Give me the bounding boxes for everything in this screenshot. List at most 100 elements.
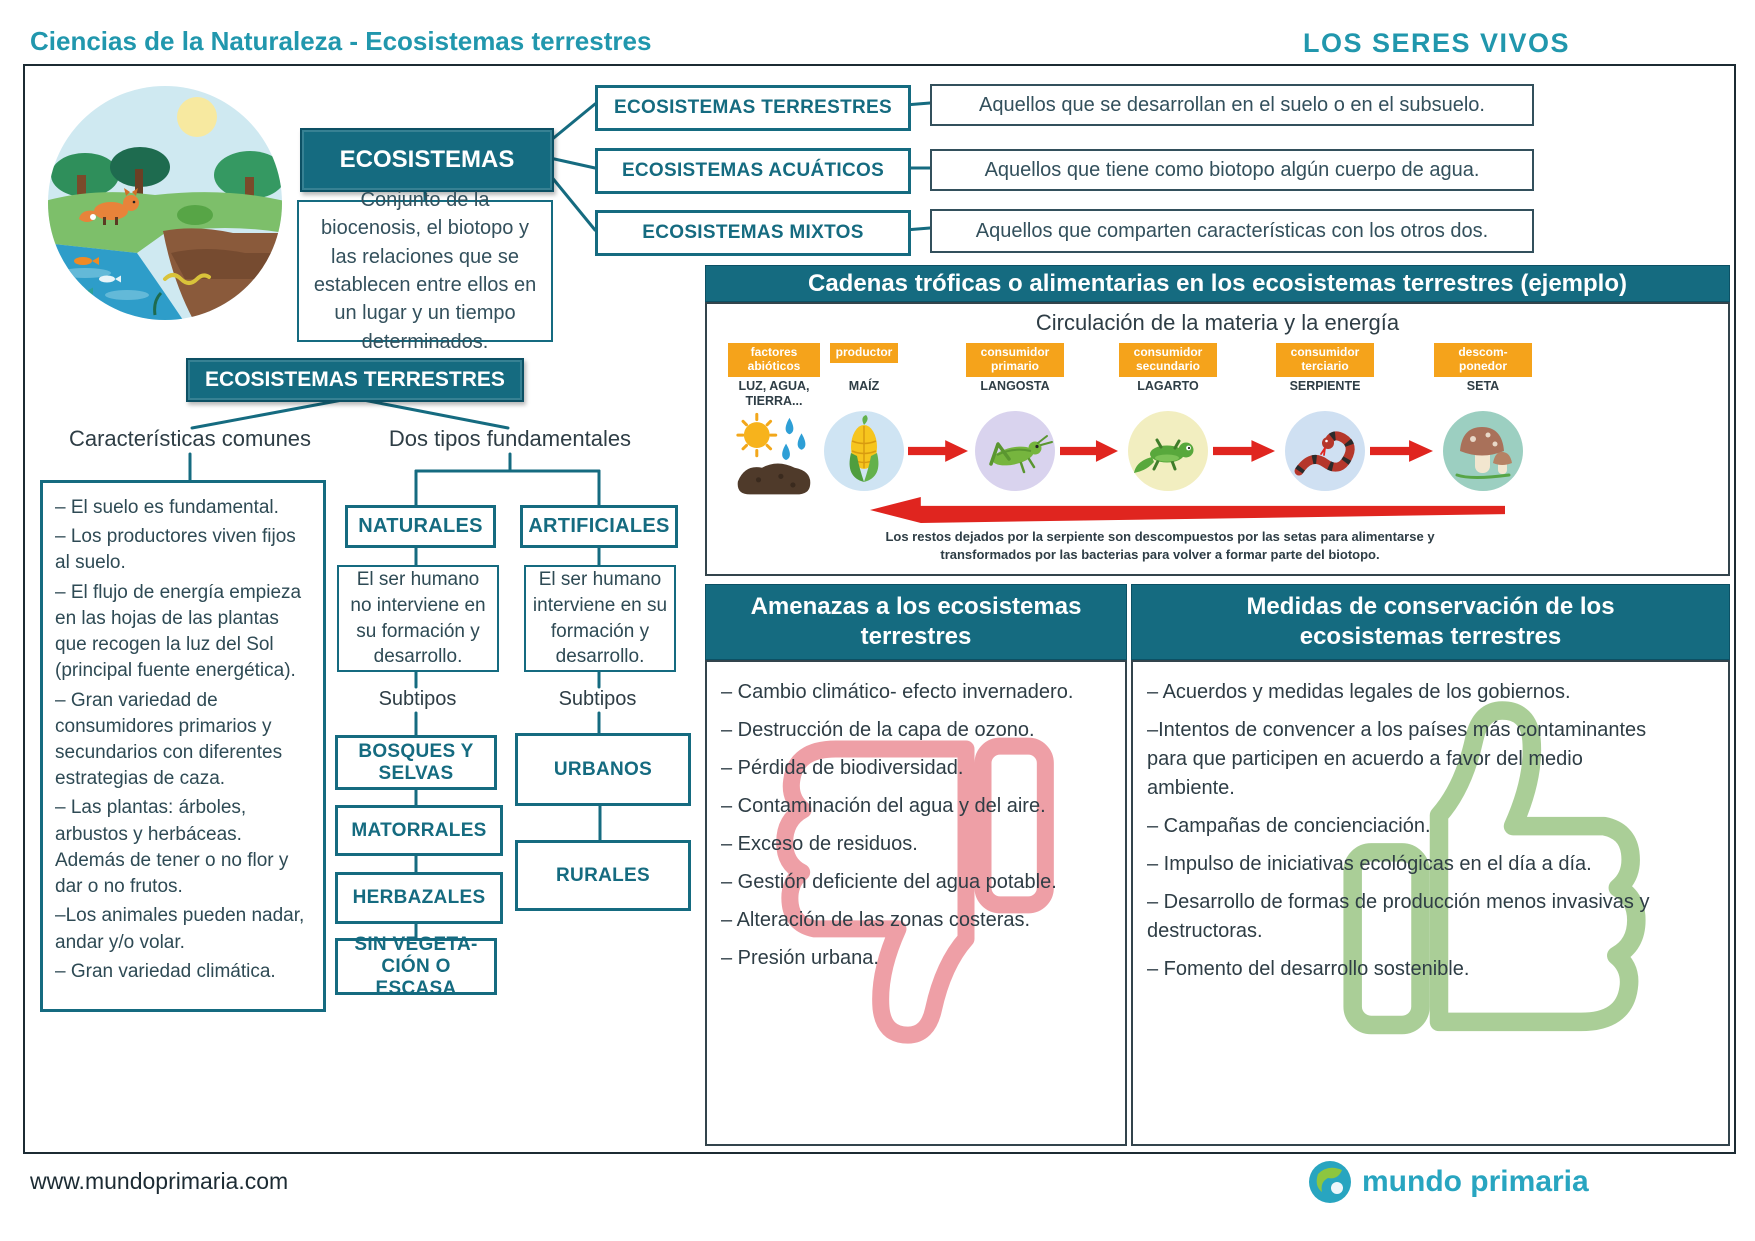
- type-description: Aquellos que se desarrollan en el suelo …: [979, 93, 1485, 116]
- ecosistemas-definition: Conjunto de la biocenosis, el biotopo y …: [313, 188, 537, 353]
- food-chain-step-descomponedor: descom- ponedor SETA: [1428, 343, 1538, 491]
- artificiales-label: ARTIFICIALES: [528, 515, 670, 537]
- caracteristica-item: – El flujo de energía empieza en las hoj…: [55, 581, 302, 682]
- caracteristica-item: – Gran variedad de consumidores primario…: [55, 689, 283, 790]
- caracteristica-item: – El suelo es fundamental.: [55, 497, 279, 518]
- type-box-mixtos: ECOSISTEMAS MIXTOS: [595, 210, 911, 256]
- step-name: LANGOSTA: [980, 379, 1050, 393]
- type-box-terrestres: ECOSISTEMAS TERRESTRES: [595, 85, 911, 131]
- thumbs-down-icon: [776, 737, 1054, 1044]
- fox-figure: [79, 188, 139, 225]
- step-name: SETA: [1466, 379, 1500, 393]
- food-chain-step-terciario: consumidor terciario SERPIENTE: [1270, 343, 1380, 491]
- amenazas-header: Amenazas a los ecosistemas terrestres: [705, 584, 1127, 660]
- page-title: Ciencias de la Naturaleza - Ecosistemas …: [30, 26, 652, 56]
- type-description: Aquellos que tiene como biotopo algún cu…: [984, 158, 1480, 181]
- role-badge: factores abióticos: [728, 343, 820, 377]
- ecosystem-illustration: [48, 86, 282, 320]
- subtipo-label: URBANOS: [553, 758, 653, 780]
- amenaza-item: – Presión urbana.: [721, 947, 879, 969]
- subtipo-sin-vegetacion: SIN VEGETA-CIÓN O ESCASA: [335, 934, 497, 999]
- subtipo-rurales: RURALES: [515, 840, 691, 911]
- cadena-subtitle: Circulación de la materia y la energía: [705, 310, 1730, 336]
- role-badge: productor: [829, 343, 899, 363]
- medidas-title: Medidas de conservación de los ecosistem…: [1246, 593, 1615, 650]
- naturales-description: El ser humano no interviene en su formac…: [350, 569, 486, 668]
- step-name: LUZ, AGUA, TIERRA...: [738, 379, 810, 408]
- type-desc-acuaticos: Aquellos que tiene como biotopo algún cu…: [930, 149, 1534, 191]
- medida-item: – Desarrollo de formas de producción men…: [1147, 891, 1650, 942]
- series-title: LOS SERES VIVOS: [1303, 28, 1571, 58]
- subtipo-bosques: BOSQUES Y SELVAS: [335, 735, 497, 790]
- lizard-icon: [1134, 438, 1194, 473]
- subtipos-label-artificiales: Subtipos: [558, 688, 637, 710]
- amenazas-body: – Cambio climático- efecto invernadero. …: [705, 660, 1127, 1146]
- caracteristica-item: –Los animales pueden nadar, andar y/o vo…: [55, 905, 305, 953]
- type-box-acuaticos: ECOSISTEMAS ACUÁTICOS: [595, 148, 911, 194]
- subtipo-label: BOSQUES Y SELVAS: [358, 740, 474, 784]
- step-name: SERPIENTE: [1289, 379, 1361, 393]
- medida-item: – Acuerdos y medidas legales de los gobi…: [1147, 681, 1571, 703]
- medidas-body: – Acuerdos y medidas legales de los gobi…: [1131, 660, 1730, 1146]
- subtipo-matorrales: MATORRALES: [335, 805, 503, 856]
- amenazas-title: Amenazas a los ecosistemas terrestres: [750, 593, 1082, 650]
- type-label: ECOSISTEMAS MIXTOS: [642, 222, 864, 243]
- logo-text: mundo primaria: [1362, 1165, 1589, 1198]
- artificiales-description: El ser humano interviene en su formación…: [532, 569, 668, 668]
- subtipo-label: RURALES: [556, 864, 650, 886]
- corn-icon: [849, 415, 879, 482]
- type-description: Aquellos que comparten características c…: [975, 219, 1489, 242]
- subtipos-label-naturales: Subtipos: [378, 688, 457, 710]
- cadena-header: Cadenas tróficas o alimentarias en los e…: [705, 265, 1730, 302]
- cadena-return-note: Los restos dejados por la serpiente son …: [885, 529, 1435, 562]
- amenaza-item: – Contaminación del agua y del aire.: [721, 795, 1046, 817]
- branch-dos-tipos: Dos tipos fundamentales: [388, 426, 632, 451]
- terrestres-title: ECOSISTEMAS TERRESTRES: [205, 368, 505, 391]
- mushroom-icon: [1455, 427, 1512, 479]
- type-desc-mixtos: Aquellos que comparten características c…: [930, 209, 1534, 253]
- type-label: ECOSISTEMAS TERRESTRES: [614, 97, 892, 118]
- naturales-label: NATURALES: [358, 515, 483, 537]
- subtipo-herbazales: HERBAZALES: [335, 872, 503, 924]
- subtipo-urbanos: URBANOS: [515, 733, 691, 806]
- type-label: ECOSISTEMAS ACUÁTICOS: [621, 160, 885, 181]
- medidas-header: Medidas de conservación de los ecosistem…: [1131, 584, 1730, 660]
- ecosistemas-title-box: ECOSISTEMAS: [300, 128, 554, 192]
- globe-icon: [1309, 1161, 1351, 1203]
- ecosistemas-definition-box: Conjunto de la biocenosis, el biotopo y …: [297, 189, 553, 353]
- naturales-desc-box: El ser humano no interviene en su formac…: [337, 565, 499, 672]
- artificiales-desc-box: El ser humano interviene en su formación…: [524, 565, 676, 672]
- role-badge: consumidor secundario: [1119, 343, 1217, 377]
- amenaza-item: – Gestión deficiente del agua potable.: [721, 871, 1057, 893]
- food-chain-step-abioticos: factores abióticos LUZ, AGUA, TIERRA...: [728, 343, 820, 497]
- caracteristica-item: – Los productores viven fijos al suelo.: [55, 526, 296, 574]
- subtipo-label: MATORRALES: [351, 819, 487, 841]
- artificiales-box: ARTIFICIALES: [520, 505, 678, 548]
- caracteristica-item: – Las plantas: árboles, arbustos y herbá…: [55, 797, 289, 898]
- naturales-box: NATURALES: [345, 505, 496, 548]
- caracteristica-item: – Gran variedad climática.: [55, 960, 276, 982]
- food-chain-step-secundario: consumidor secundario LAGARTO: [1113, 343, 1223, 491]
- role-badge: descom- ponedor: [1434, 343, 1532, 377]
- grasshopper-icon: [989, 435, 1053, 474]
- cadena-subtitle-text: Circulación de la materia y la energía: [1035, 310, 1400, 335]
- medida-item: – Impulso de iniciativas ecológicas en e…: [1147, 853, 1592, 875]
- branch-caracteristicas: Características comunes: [68, 426, 312, 451]
- subtipo-label: HERBAZALES: [352, 887, 486, 908]
- amenaza-item: – Cambio climático- efecto invernadero.: [721, 681, 1074, 703]
- food-chain-step-productor: productor MAÍZ: [818, 343, 910, 491]
- thumbs-up-icon: [1343, 701, 1646, 1035]
- terrestres-title-box: ECOSISTEMAS TERRESTRES: [186, 358, 524, 402]
- type-desc-terrestres: Aquellos que se desarrollan en el suelo …: [930, 84, 1534, 126]
- sun-water-soil-icon: [736, 412, 811, 495]
- cadena-header-text: Cadenas tróficas o alimentarias en los e…: [807, 269, 1627, 297]
- medida-item: – Campañas de concienciación.: [1147, 815, 1431, 837]
- footer-url: www.mundoprimaria.com: [30, 1168, 289, 1194]
- role-badge: consumidor terciario: [1276, 343, 1374, 377]
- amenaza-item: – Alteración de las zonas costeras.: [721, 909, 1031, 931]
- snake-icon: [1294, 431, 1355, 476]
- step-name: LAGARTO: [1137, 379, 1199, 393]
- role-badge: consumidor primario: [966, 343, 1064, 377]
- site-logo: mundo primaria: [1308, 1160, 1589, 1204]
